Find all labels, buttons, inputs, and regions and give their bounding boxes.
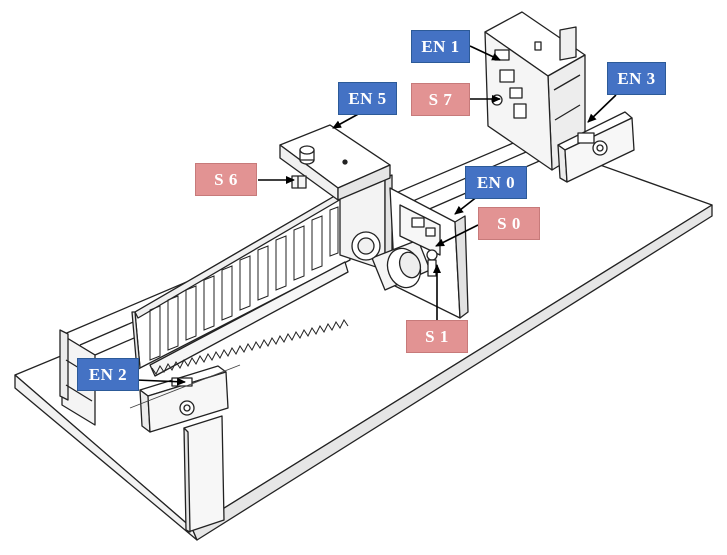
label-s6: S 6 [195, 163, 257, 196]
gate-slats [149, 206, 339, 361]
arrow-en1 [469, 45, 501, 61]
right-end-post [557, 111, 635, 183]
sensor-beam [129, 364, 241, 409]
arrow-en2 [135, 377, 186, 386]
rack-strip [149, 261, 349, 377]
label-s7: S 7 [411, 83, 470, 116]
motor-board [399, 204, 441, 277]
label-en0: EN 0 [465, 166, 527, 199]
front-upright [183, 415, 225, 533]
label-en3: EN 3 [607, 62, 666, 95]
label-s1: S 1 [406, 320, 468, 353]
top-housing [279, 124, 391, 201]
label-en5: EN 5 [338, 82, 397, 115]
label-en2: EN 2 [77, 358, 139, 391]
label-s0: S 0 [478, 207, 540, 240]
label-en1: EN 1 [411, 30, 470, 63]
arrow-en0 [454, 195, 479, 215]
motor [351, 231, 431, 291]
arrow-en3 [587, 94, 617, 123]
arrow-s0 [435, 224, 479, 247]
rack-teeth [151, 319, 349, 375]
